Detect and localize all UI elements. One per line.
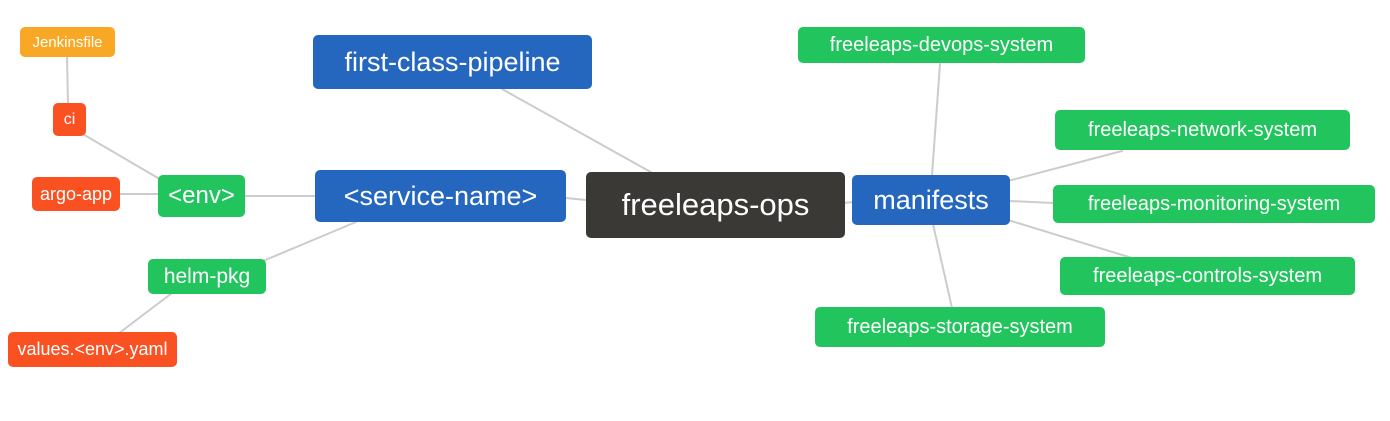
edge-ci-env [80,132,164,182]
edge-service-name-helm-pkg [262,221,357,262]
edge-manifests-controls [1007,219,1133,259]
node-first-class-pipeline[interactable]: first-class-pipeline [313,35,592,89]
edge-jenkinsfile-ci [66,56,69,105]
edge-helm-pkg-values [117,292,173,335]
node-env[interactable]: <env> [158,175,245,217]
node-ci[interactable]: ci [53,103,86,136]
node-manifests[interactable]: manifests [852,175,1010,225]
node-freeleaps-network-system[interactable]: freeleaps-network-system [1055,110,1350,150]
node-freeleaps-devops-system[interactable]: freeleaps-devops-system [798,27,1085,63]
edge-manifests-network [1007,150,1123,182]
node-helm-pkg[interactable]: helm-pkg [148,259,266,294]
edge-manifests-devops [931,63,941,176]
node-argo-app[interactable]: argo-app [32,177,120,211]
edge-pipeline-freeleaps-ops [501,88,657,176]
node-values-env-yaml[interactable]: values.<env>.yaml [8,332,177,367]
edge-manifests-storage [932,223,953,309]
node-freeleaps-ops-root[interactable]: freeleaps-ops [586,172,845,238]
edge-manifests-monitoring [1009,200,1054,204]
node-jenkinsfile[interactable]: Jenkinsfile [20,27,115,57]
node-freeleaps-controls-system[interactable]: freeleaps-controls-system [1060,257,1355,295]
edge-service-name-freeleaps-ops [565,197,587,201]
node-service-name[interactable]: <service-name> [315,170,566,222]
node-freeleaps-monitoring-system[interactable]: freeleaps-monitoring-system [1053,185,1375,223]
node-freeleaps-storage-system[interactable]: freeleaps-storage-system [815,307,1105,347]
